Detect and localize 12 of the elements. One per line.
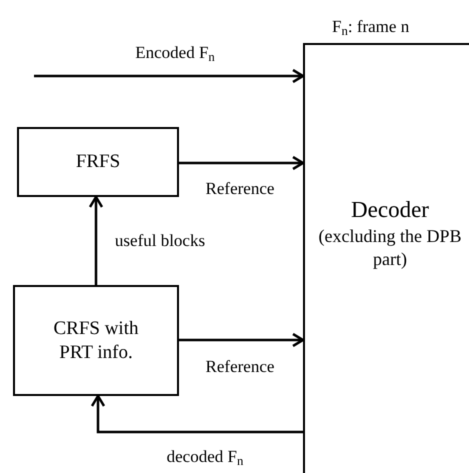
arrow [88,196,104,285]
process-box [17,127,179,197]
note-text: F$_{n}$: frame n [332,16,410,38]
process-box [13,285,179,396]
arrow [34,68,304,84]
block-note: (excluding the DPB part) [318,225,462,271]
arrow [90,394,303,434]
arrow [179,156,304,170]
box-label: CRFS with PRT info. [52,316,140,364]
block-title: Decoder [351,196,429,224]
box-label: FRFS [74,150,122,174]
arrow [179,332,304,348]
